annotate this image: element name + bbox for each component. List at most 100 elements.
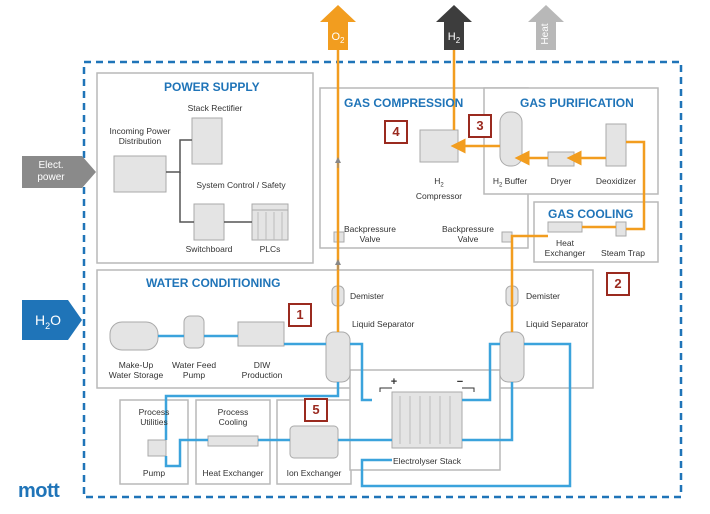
gas-cooling-hx-line1: Heat [556, 238, 574, 248]
power-supply-title: POWER SUPPLY [164, 80, 260, 94]
incoming-power-distribution [113, 155, 167, 193]
oxygen-output-arrow [320, 5, 356, 50]
electric-power-line2: power [37, 172, 65, 183]
hydrogen-output-arrow [436, 5, 472, 50]
switchboard-label: Switchboard [185, 244, 233, 254]
diw-line1: DIW [253, 360, 271, 370]
ion-exchanger-label: Ion Exchanger [286, 468, 342, 478]
process-cooling-heat-exchanger [207, 435, 259, 447]
h2-compressor-subscript: 2 [440, 182, 444, 189]
stack-rectifier [191, 117, 223, 165]
hydrogen-line [510, 234, 548, 332]
makeup-line1: Make-Up [118, 360, 154, 370]
water-conditioning-box [96, 269, 594, 389]
utilities-line1: Process [138, 407, 170, 417]
backpressure-right-line2: Valve [457, 234, 479, 244]
electric-power-line1: Elect. [38, 160, 64, 171]
h2-buffer-suffix: Buffer [502, 176, 528, 186]
makeup-water-storage [109, 321, 159, 351]
hydrogen-symbol: H [447, 31, 456, 43]
water-feed-line [158, 334, 326, 346]
process-utilities-pump-label: Pump [142, 468, 166, 478]
oxygen-output-label: O2 [328, 31, 348, 47]
h2-compressor-line2: Compressor [415, 190, 463, 201]
system-control-label: System Control / Safety [196, 180, 286, 190]
electric-power-input-arrow [22, 156, 96, 188]
hydrogen-subscript: 2 [455, 36, 461, 46]
liquid-separator-left [325, 331, 351, 383]
water-feed-pump [183, 315, 205, 349]
feed-pump-line2: Pump [182, 370, 206, 380]
h2-buffer-subscript: 2 [498, 182, 503, 189]
makeup-line2: Water Storage [108, 370, 164, 380]
heat-output-label: Heat [540, 23, 551, 45]
backpressure-left-line2: Valve [359, 234, 381, 244]
plus-terminal: + [390, 376, 398, 388]
callout-1: 1 [288, 303, 312, 327]
liquid-separator-right-label: Liquid Separator [526, 319, 589, 329]
water-suffix: O [50, 312, 62, 328]
electrolyser-stack-label: Electrolyser Stack [392, 456, 462, 466]
plcs-label: PLCs [259, 244, 281, 254]
water-input-label: H2O [28, 312, 68, 334]
mott-logo: mott [18, 480, 60, 502]
diw-production [237, 321, 285, 347]
process-utilities-pump [147, 439, 167, 457]
callout-2: 2 [606, 272, 630, 296]
backpressure-valve-right [501, 231, 513, 243]
liquid-separator-left-label: Liquid Separator [352, 319, 415, 329]
h2-compressor-line1: H2 [408, 176, 470, 191]
backpressure-right-line1: Backpressure [442, 224, 494, 234]
utilities-line2: Utilities [140, 417, 168, 427]
deoxidizer-label: Deoxidizer [595, 176, 637, 186]
water-input-arrow [22, 300, 82, 340]
h2-buffer-label: H2 Buffer [488, 176, 532, 191]
ion-exchanger [289, 425, 339, 459]
callout-4: 4 [384, 120, 408, 144]
h2-compressor-symbol: H [434, 176, 441, 186]
callout-3: 3 [468, 114, 492, 138]
deoxidizer [605, 123, 627, 167]
h2-buffer-symbol: H [492, 176, 499, 186]
cooling-line2: Cooling [218, 417, 248, 427]
stack-rectifier-label: Stack Rectifier [187, 103, 243, 113]
water-subscript: 2 [45, 320, 51, 331]
plcs [251, 203, 289, 241]
oxygen-symbol: O [331, 31, 341, 43]
h2-buffer-tank [499, 111, 523, 167]
dryer [547, 151, 575, 167]
incoming-power-line2: Distribution [118, 136, 162, 146]
feed-pump-line1: Water Feed [171, 360, 217, 370]
backpressure-left-line1: Backpressure [344, 224, 396, 234]
minus-terminal: − [456, 376, 464, 388]
electrolyser-stack [391, 391, 463, 449]
demister-left-label: Demister [350, 291, 385, 301]
switchboard [193, 203, 225, 241]
cooling-line1: Process [217, 407, 249, 417]
gas-cooling-heat-exchanger [547, 221, 583, 233]
dryer-label: Dryer [550, 176, 572, 186]
oxygen-subscript: 2 [340, 36, 345, 46]
demister-right-label: Demister [526, 291, 561, 301]
steam-trap-label: Steam Trap [601, 248, 645, 258]
incoming-power-line1: Incoming Power [109, 126, 171, 136]
gas-cooling-title: GAS COOLING [548, 207, 634, 221]
electric-power-input-label: Elect.power [26, 160, 76, 184]
heat-output-arrow [528, 5, 564, 50]
gas-purification-title: GAS PURIFICATION [520, 96, 634, 110]
diw-line2: Production [241, 370, 283, 380]
callout-5: 5 [304, 398, 328, 422]
h2-compressor [419, 129, 459, 163]
water-conditioning-title: WATER CONDITIONING [146, 276, 281, 290]
steam-trap [615, 221, 627, 237]
